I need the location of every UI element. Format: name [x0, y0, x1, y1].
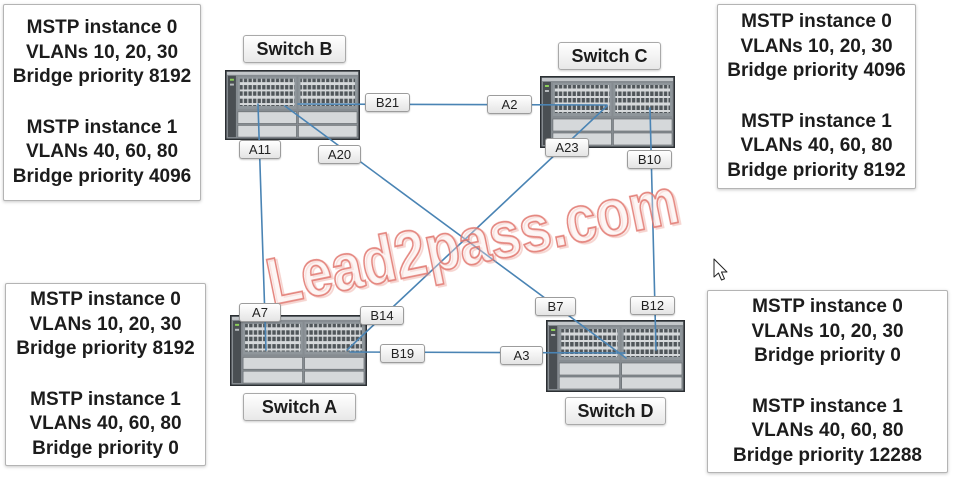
port-label-a7: A7	[239, 303, 281, 322]
port-label-b19: B19	[380, 344, 425, 363]
link-b21-a2	[297, 103, 608, 106]
port-label-a20: A20	[318, 145, 361, 164]
mstp-instance-title: MSTP instance 0	[741, 11, 892, 32]
mstp-instance-0-group: MSTP instance 0 VLANs 10, 20, 30 Bridge …	[13, 16, 191, 90]
bridge-priority: Bridge priority 0	[32, 437, 179, 459]
port-label-b21: B21	[365, 93, 410, 112]
bridge-priority: Bridge priority 8192	[727, 159, 906, 181]
switch-b-chassis	[225, 70, 360, 140]
mstp-instance-title: MSTP instance 1	[741, 110, 892, 132]
port-label-a2: A2	[487, 95, 532, 114]
bridge-priority: Bridge priority 4096	[12, 165, 192, 187]
bridge-priority: Bridge priority 0	[754, 345, 901, 366]
mstp-instance-0-group: MSTP instance 0 VLANs 10, 20, 30 Bridge …	[727, 10, 905, 84]
switch-d-label: Switch D	[565, 397, 666, 425]
mstp-instance-title: MSTP instance 0	[752, 296, 903, 317]
switch-a-chassis	[230, 315, 367, 386]
switch-c-label: Switch C	[558, 42, 661, 70]
vlan-list: VLANs 10, 20, 30	[740, 35, 893, 57]
port-label-b12: B12	[630, 296, 675, 315]
vlan-list: VLANs 10, 20, 30	[751, 320, 904, 342]
vlan-list: VLANs 40, 60, 80	[740, 135, 893, 156]
mstp-config-bottom-left: MSTP instance 0 VLANs 10, 20, 30 Bridge …	[5, 283, 206, 466]
mstp-instance-1-group: MSTP instance 1 VLANs 40, 60, 80 Bridge …	[13, 116, 191, 190]
mstp-instance-title: MSTP instance 1	[30, 388, 181, 410]
vlan-list: VLANs 40, 60, 80	[25, 141, 179, 162]
mstp-instance-title: MSTP instance 1	[26, 116, 178, 138]
port-label-a3: A3	[500, 346, 543, 365]
port-label-b7: B7	[535, 297, 576, 316]
mstp-config-bottom-right: MSTP instance 0 VLANs 10, 20, 30 Bridge …	[707, 290, 948, 473]
bridge-priority: Bridge priority 8192	[16, 338, 195, 359]
vlan-list: VLANs 10, 20, 30	[29, 313, 182, 335]
switch-d-chassis	[546, 320, 685, 392]
switch-c-chassis	[540, 76, 675, 148]
cursor-icon	[713, 258, 728, 281]
mstp-instance-1-group: MSTP instance 1 VLANs 40, 60, 80 Bridge …	[733, 395, 922, 469]
port-label-a11: A11	[239, 140, 281, 159]
bridge-priority: Bridge priority 4096	[727, 60, 906, 81]
mstp-instance-title: MSTP instance 0	[30, 289, 181, 310]
mstp-instance-title: MSTP instance 0	[26, 17, 178, 38]
bridge-priority: Bridge priority 8192	[12, 66, 192, 87]
port-label-b14: B14	[360, 306, 404, 325]
mstp-instance-0-group: MSTP instance 0 VLANs 10, 20, 30 Bridge …	[16, 288, 194, 362]
mstp-config-top-right: MSTP instance 0 VLANs 10, 20, 30 Bridge …	[717, 4, 916, 189]
vlan-list: VLANs 10, 20, 30	[25, 41, 179, 63]
switch-a-label: Switch A	[243, 393, 356, 421]
mstp-config-top-left: MSTP instance 0 VLANs 10, 20, 30 Bridge …	[3, 4, 201, 201]
switch-b-label: Switch B	[243, 35, 346, 63]
port-label-b10: B10	[627, 150, 672, 169]
vlan-list: VLANs 40, 60, 80	[751, 420, 904, 441]
mstp-instance-0-group: MSTP instance 0 VLANs 10, 20, 30 Bridge …	[751, 295, 903, 369]
port-label-a23: A23	[545, 138, 589, 157]
vlan-list: VLANs 40, 60, 80	[29, 413, 182, 434]
watermark: Lead2pass.com	[260, 163, 684, 319]
mstp-instance-1-group: MSTP instance 1 VLANs 40, 60, 80 Bridge …	[29, 388, 181, 462]
bridge-priority: Bridge priority 12288	[732, 444, 923, 466]
mstp-instance-1-group: MSTP instance 1 VLANs 40, 60, 80 Bridge …	[727, 110, 905, 184]
mstp-instance-title: MSTP instance 1	[752, 395, 903, 417]
